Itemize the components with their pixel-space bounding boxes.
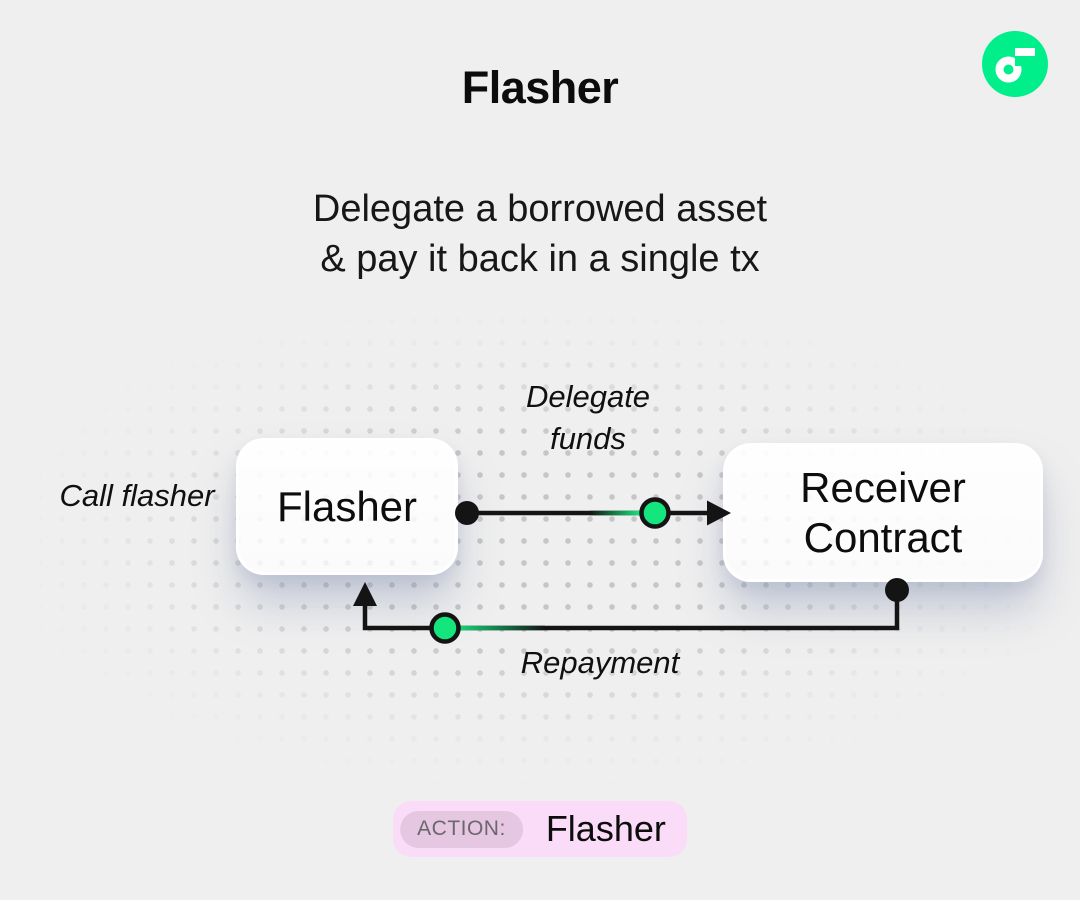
action-badge: ACTION: Flasher (393, 801, 687, 857)
action-badge-label: ACTION: (400, 810, 523, 848)
node-flasher: Flasher (236, 438, 458, 575)
edge-label-repayment: Repayment (520, 645, 680, 680)
node-flasher-label: Flasher (276, 482, 418, 530)
flow-logo-icon (982, 31, 1048, 97)
subtitle-line-2: & pay it back in a single tx (320, 238, 760, 280)
node-receiver-contract-label: Receiver Contract (800, 463, 966, 561)
edge-label-call-flasher: Call flasher (59, 478, 215, 513)
page-subtitle: Delegate a borrowed asset & pay it back … (0, 184, 1080, 284)
page-title: Flasher (461, 62, 619, 113)
subtitle-line-1: Delegate a borrowed asset (312, 188, 768, 230)
edge-label-delegate-funds: Delegate funds (525, 379, 651, 456)
action-badge-value: Flasher (545, 808, 666, 849)
node-receiver-contract: Receiver Contract (723, 443, 1043, 582)
